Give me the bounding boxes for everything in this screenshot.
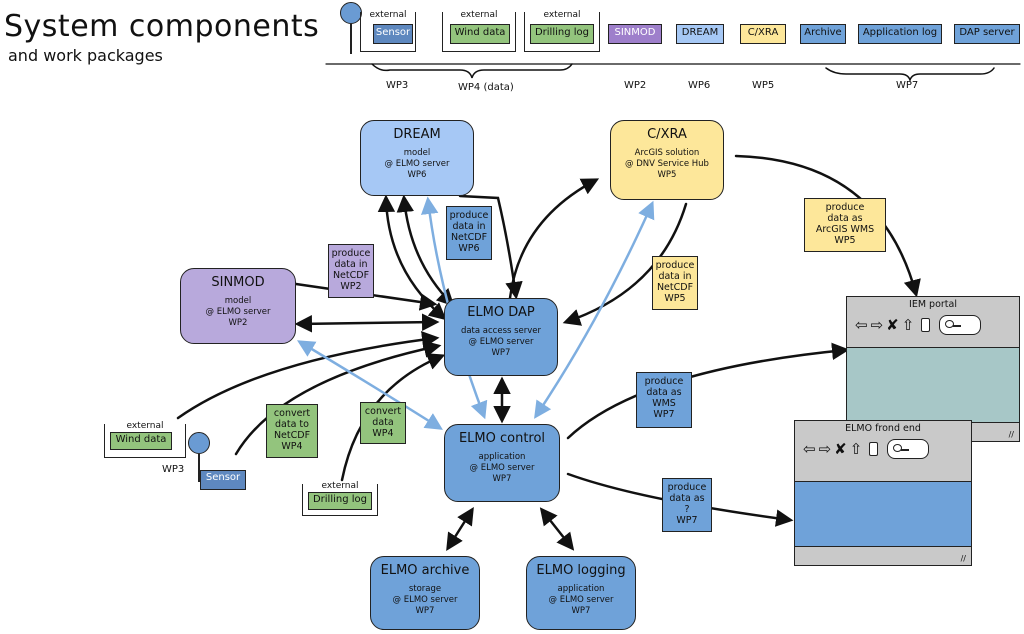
arrow-sinmod-dap <box>294 313 440 333</box>
node-sinmod: SINMOD model @ ELMO server WP2 <box>180 268 296 344</box>
legend-wp6: WP6 <box>688 80 711 91</box>
forward-arrow-icon[interactable]: ⇨ <box>870 316 884 334</box>
window-content <box>795 481 971 547</box>
legend-wp5: WP5 <box>752 80 775 91</box>
arrow-control-front <box>566 472 794 527</box>
arrow-dream-produce <box>458 194 523 300</box>
sensor-pin-stick <box>198 454 200 482</box>
window-content <box>847 347 1019 423</box>
legend-sensor-pin-stick <box>350 24 352 54</box>
legend-sensor: Sensor <box>373 24 413 44</box>
node-cxra: C/XRA ArcGIS solution @ DNV Service Hub … <box>610 120 724 200</box>
arrow-dap-cxra <box>508 178 600 300</box>
arrow-control-archive <box>446 507 474 551</box>
window-title: IEM portal <box>909 299 957 310</box>
legend-dream: DREAM <box>676 24 724 44</box>
legend-brace-wp4 <box>371 63 573 79</box>
legend-sensor-pin-icon <box>340 2 362 24</box>
legend-drilling-log: Drilling log <box>530 24 594 44</box>
home-up-icon[interactable]: ⇧ <box>901 316 915 334</box>
legend-wp3: WP3 <box>386 80 409 91</box>
window-elmo-front-end: ELMO frond end ⇦ ⇨ ✘ ⇧ // <box>794 420 972 566</box>
legend-cxra: C/XRA <box>740 24 786 44</box>
node-title: C/XRA <box>647 127 687 142</box>
node-dream: DREAM model @ ELMO server WP6 <box>360 120 474 196</box>
search-icon[interactable] <box>887 439 930 459</box>
arrow-cxra-iem <box>734 154 921 298</box>
external-sensor: Sensor <box>200 470 246 490</box>
window-iem-portal: IEM portal ⇦ ⇨ ✘ ⇧ // <box>846 296 1020 442</box>
document-icon[interactable] <box>869 442 879 456</box>
legend-wind-data: Wind data <box>450 24 510 44</box>
forward-arrow-icon[interactable]: ⇨ <box>818 440 832 458</box>
legend-sensor-external: external <box>360 10 416 52</box>
external-drilling-log: Drilling log <box>308 492 372 510</box>
legend-wp2: WP2 <box>624 80 647 91</box>
back-arrow-icon[interactable]: ⇦ <box>803 440 816 458</box>
legend-brace-wp7 <box>825 67 995 83</box>
legend-wp7: WP7 <box>896 80 919 91</box>
legend-wind-external: external <box>442 10 516 52</box>
node-elmo-control: ELMO control application @ ELMO server W… <box>444 424 560 502</box>
legend-dap-server: DAP server <box>954 24 1020 44</box>
home-up-icon[interactable]: ⇧ <box>849 440 863 458</box>
legend-archive: Archive <box>800 24 846 44</box>
legend-application-log: Application log <box>858 24 942 44</box>
blue-arrow-cxra-control <box>534 200 655 419</box>
node-title: DREAM <box>393 127 441 142</box>
external-wind-data: Wind data <box>110 432 172 450</box>
page-subtitle: and work packages <box>8 46 163 65</box>
page-title: System components <box>4 9 320 44</box>
back-arrow-icon[interactable]: ⇦ <box>855 316 868 334</box>
blue-arrow-sinmod-control <box>296 340 443 430</box>
external-wind-frame: external <box>104 421 186 458</box>
close-x-icon[interactable]: ✘ <box>834 440 847 458</box>
window-toolbar: ⇦ ⇨ ✘ ⇧ <box>803 439 930 459</box>
node-title: ELMO DAP <box>467 305 535 320</box>
node-elmo-dap: ELMO DAP data access server @ ELMO serve… <box>444 298 558 376</box>
node-elmo-logging: ELMO logging application @ ELMO server W… <box>526 556 636 630</box>
external-drilling-frame: external <box>302 481 378 516</box>
node-title: ELMO control <box>458 431 546 446</box>
node-elmo-archive: ELMO archive storage @ ELMO server WP7 <box>370 556 480 630</box>
window-title: ELMO frond end <box>845 423 921 434</box>
window-toolbar: ⇦ ⇨ ✘ ⇧ <box>855 315 982 335</box>
arrow-control-logging <box>539 507 575 551</box>
resize-grip-icon: // <box>1008 430 1014 439</box>
legend-drilling-external: external <box>524 10 600 52</box>
legend-wp4: WP4 (data) <box>458 82 514 93</box>
legend-sinmod: SINMOD <box>608 24 662 44</box>
sensor-pin-icon <box>188 432 210 454</box>
node-title: ELMO logging <box>536 563 626 578</box>
search-icon[interactable] <box>939 315 982 335</box>
node-title: SINMOD <box>211 275 265 290</box>
sensor-wp3-label: WP3 <box>162 464 185 475</box>
resize-grip-icon: // <box>960 554 966 563</box>
node-title: ELMO archive <box>380 563 470 578</box>
document-icon[interactable] <box>921 318 931 332</box>
close-x-icon[interactable]: ✘ <box>886 316 899 334</box>
